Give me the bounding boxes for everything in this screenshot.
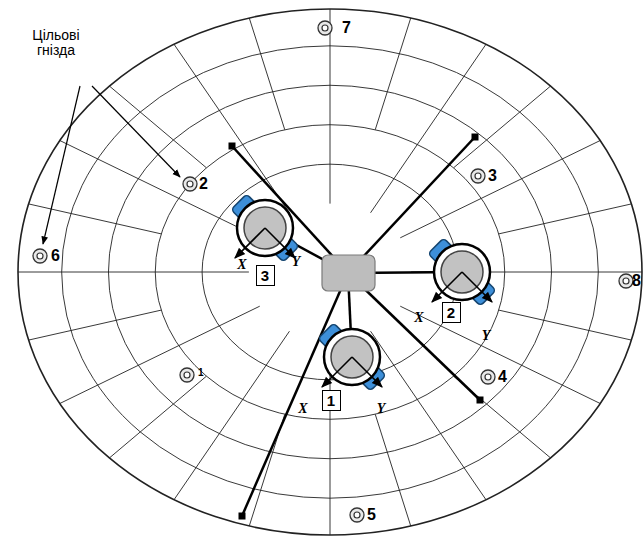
socket-number: 4 (498, 368, 507, 386)
axis-label: Y (377, 401, 386, 416)
socket-number: 6 (51, 247, 60, 265)
axis-label: X (298, 401, 307, 416)
target-field (18, 9, 642, 535)
axis-label: X (237, 257, 246, 272)
socket-number: 7 (342, 19, 351, 37)
socket-number: 3 (488, 167, 497, 185)
socket-number: 5 (367, 506, 376, 524)
target-sockets (33, 21, 633, 522)
robots (231, 194, 496, 391)
callout-number: 2 (447, 305, 455, 320)
axis-label: Y (482, 328, 491, 343)
socket-number: 1 (198, 367, 204, 378)
central-base (322, 255, 375, 291)
robot-arms (229, 134, 484, 520)
caption-label: Цільові гнізда (16, 28, 96, 59)
callout-box: 2 (442, 302, 461, 323)
callout-number: 1 (327, 393, 335, 408)
callout-box: 3 (256, 265, 275, 286)
socket-number: 8 (632, 272, 641, 290)
leader-arrows (43, 86, 180, 244)
callout-number: 3 (261, 268, 269, 283)
axis-label: X (414, 310, 423, 325)
socket-number: 2 (199, 175, 208, 193)
axis-label: Y (292, 254, 301, 269)
callout-box: 1 (322, 390, 341, 411)
